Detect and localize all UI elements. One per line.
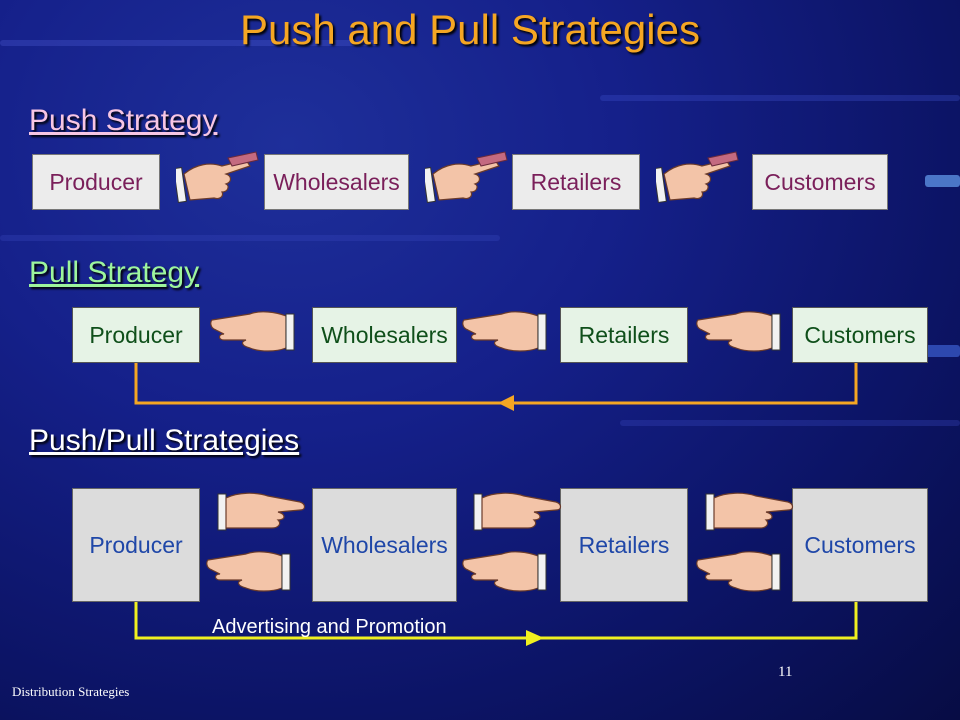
slide-title: Push and Pull Strategies — [240, 6, 700, 53]
hand-pushing-icon — [217, 492, 306, 531]
hand-reaching-icon — [696, 311, 781, 352]
push-wholesalers-box: Wholesalers — [264, 154, 409, 210]
push-strategy-heading: Push Strategy — [29, 104, 218, 137]
page-number: 11 — [778, 664, 793, 680]
pull-strategy-heading: Pull Strategy — [29, 256, 200, 289]
pushpull-customers-box: Customers — [792, 488, 928, 602]
push-retailers-box: Retailers — [512, 154, 640, 210]
background-streak — [620, 420, 960, 426]
pushpull-producer-box: Producer — [72, 488, 200, 602]
background-streak — [600, 95, 960, 101]
hand-reaching-icon — [206, 551, 291, 592]
hand-pushing-icon — [473, 492, 562, 531]
push-pull-strategies-heading: Push/Pull Strategies — [29, 424, 300, 457]
pull-customers-box: Customers — [792, 307, 928, 363]
hand-reaching-icon — [462, 551, 547, 592]
hand-pushing-card-icon — [425, 151, 508, 203]
background-streak — [925, 345, 960, 357]
push-producer-box: Producer — [32, 154, 160, 210]
background-streak — [0, 40, 380, 46]
hand-reaching-icon — [696, 551, 781, 592]
hand-reaching-icon — [210, 311, 295, 352]
pull-producer-box: Producer — [72, 307, 200, 363]
background-streak — [0, 235, 500, 241]
hand-pushing-icon — [705, 492, 794, 531]
footer-text: Distribution Strategies — [12, 684, 130, 699]
hand-reaching-icon — [462, 311, 547, 352]
background-streak — [925, 175, 960, 187]
pushpull-wholesalers-box: Wholesalers — [312, 488, 457, 602]
push-customers-box: Customers — [752, 154, 888, 210]
pull-retailers-box: Retailers — [560, 307, 688, 363]
hand-pushing-card-icon — [176, 151, 259, 203]
pushpull-retailers-box: Retailers — [560, 488, 688, 602]
advertising-promotion-label: Advertising and Promotion — [212, 616, 447, 638]
hand-pushing-card-icon — [656, 151, 739, 203]
pull-wholesalers-box: Wholesalers — [312, 307, 457, 363]
